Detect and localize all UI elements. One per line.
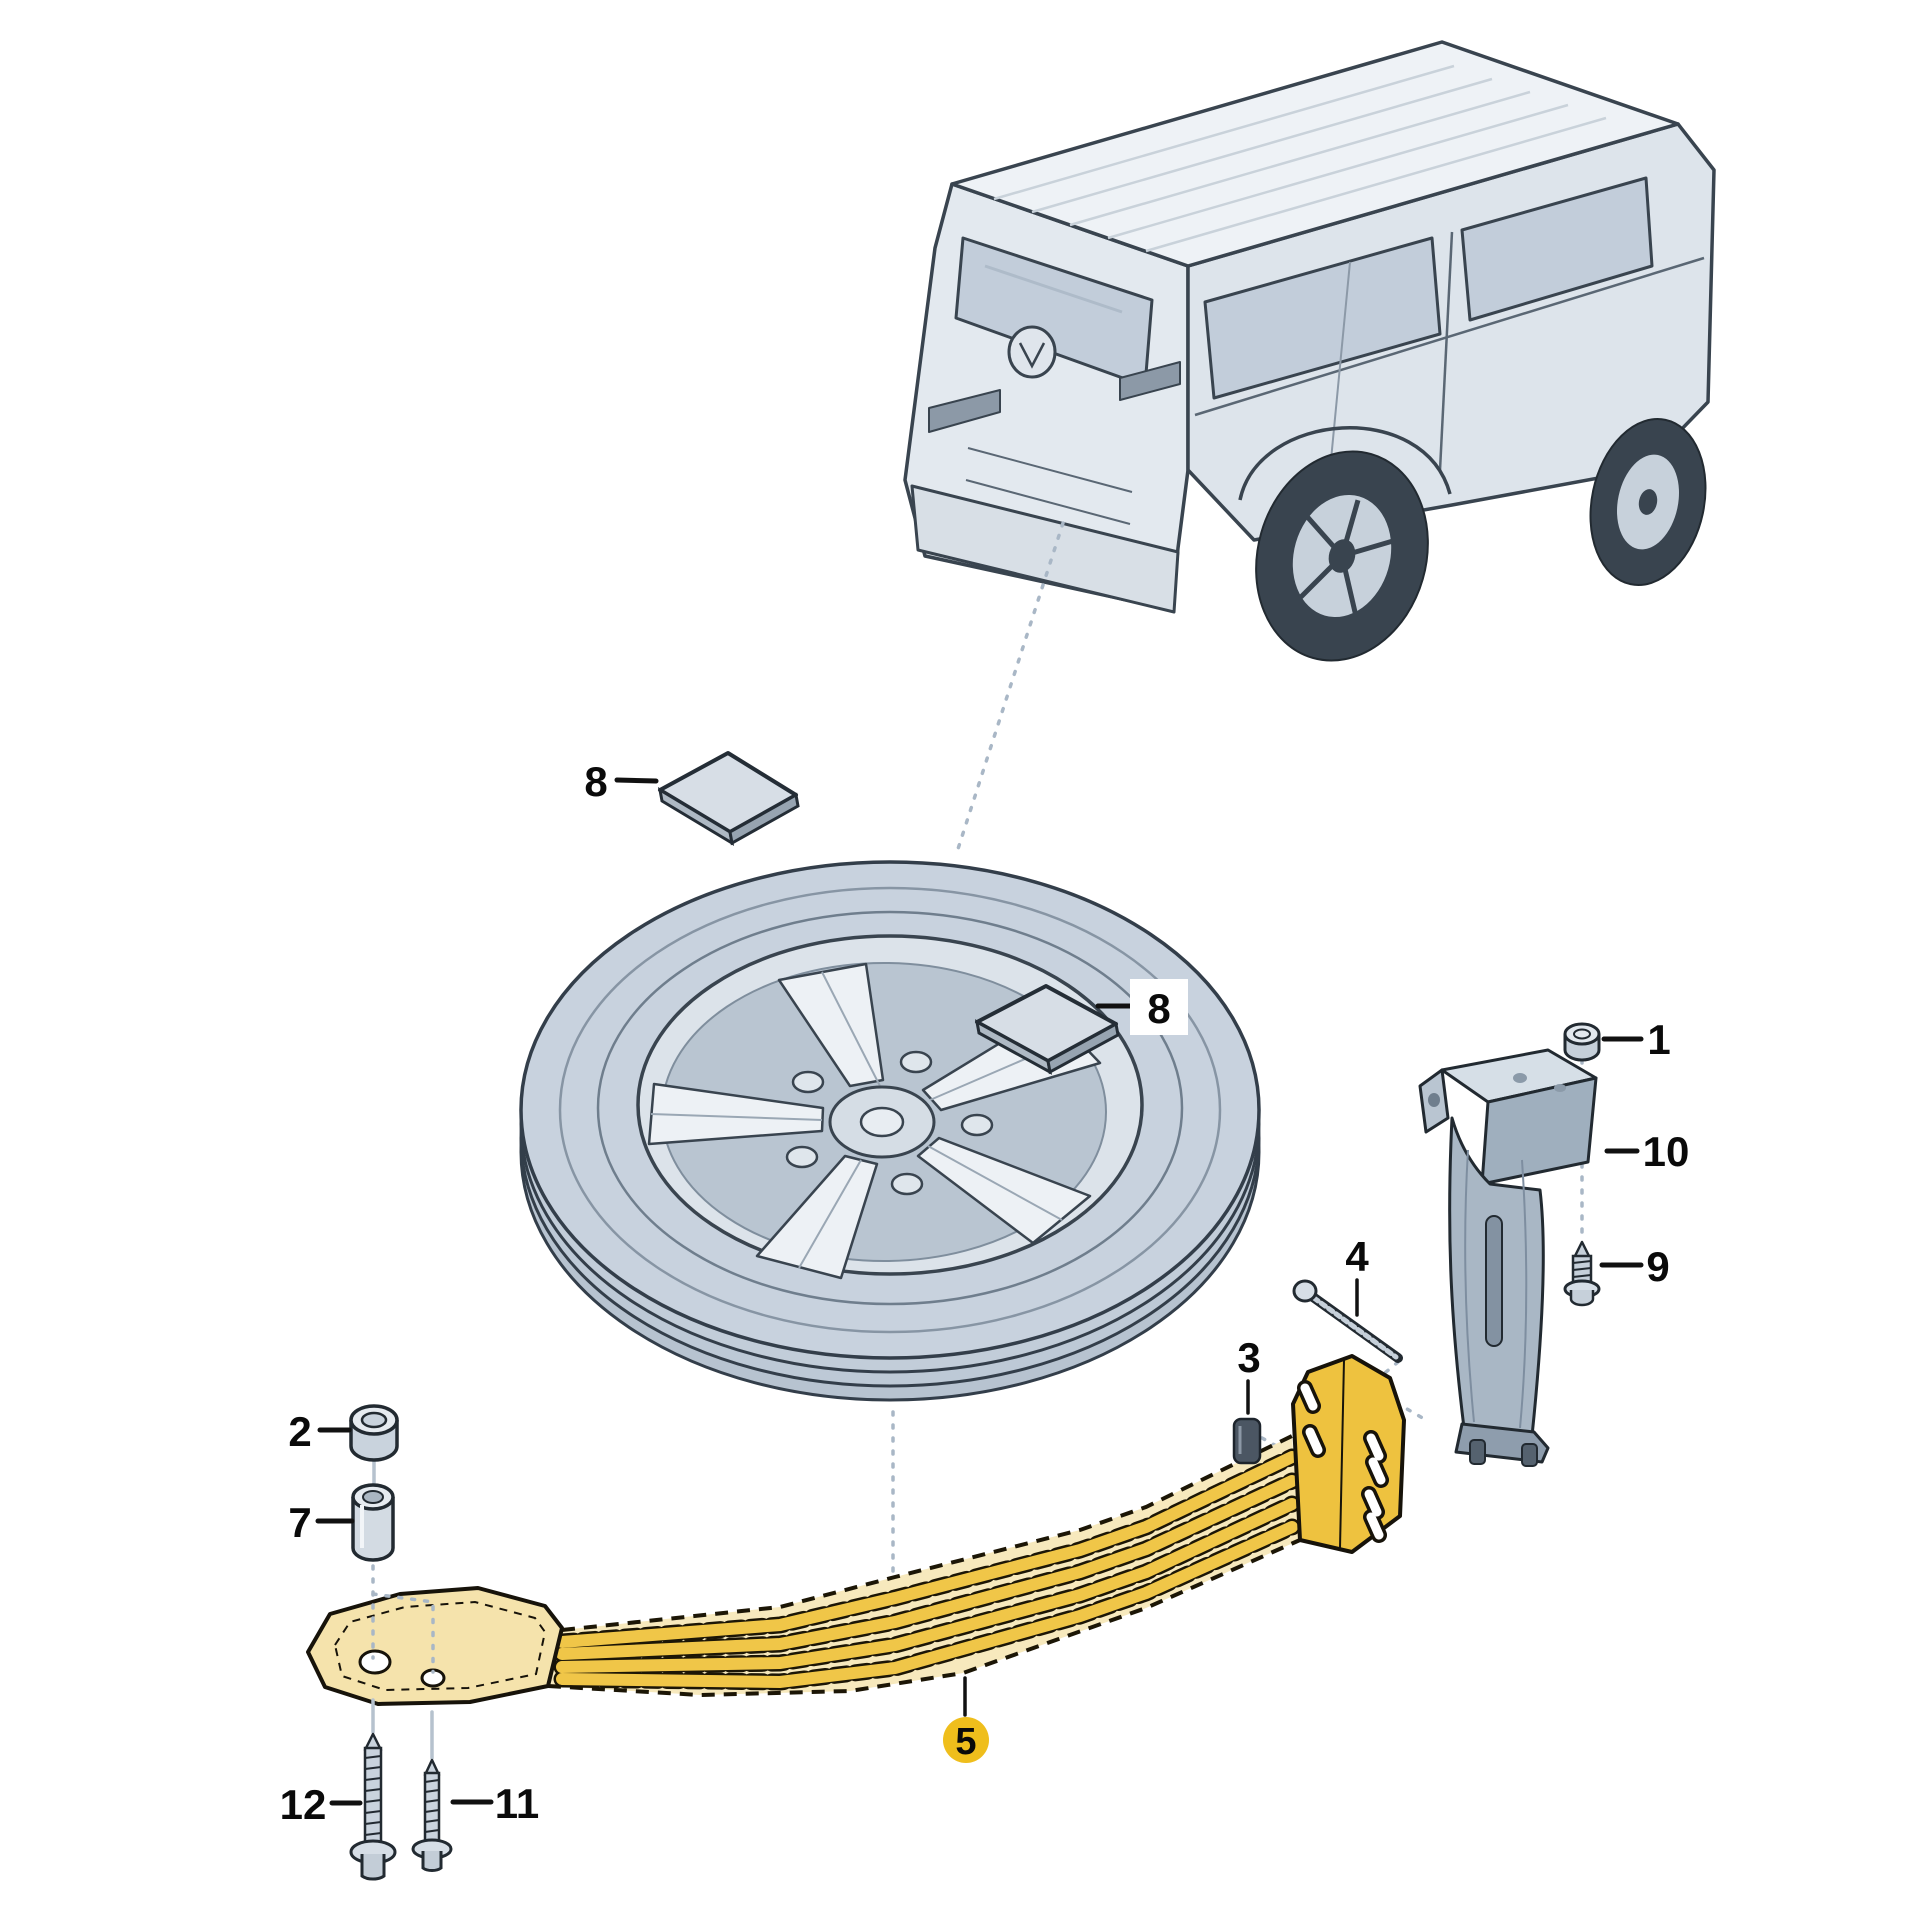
van-rear-bumper bbox=[910, 484, 1180, 614]
van-front-wheel bbox=[1589, 418, 1707, 586]
bracket-head-hole-1 bbox=[1513, 1073, 1527, 1083]
callout-12[interactable]: 12 bbox=[280, 1781, 363, 1828]
van-rear-wheel-arch bbox=[1238, 426, 1452, 501]
callout-2[interactable]: 2 bbox=[288, 1408, 352, 1455]
rim-lug-holes bbox=[785, 1050, 994, 1196]
bracket-foot-tab-2 bbox=[1521, 1443, 1538, 1467]
tire-pad-on-wheel bbox=[974, 984, 1120, 1075]
callout-1-label[interactable]: 1 bbox=[1647, 1016, 1670, 1063]
screw-long bbox=[349, 1732, 397, 1881]
flange-nut bbox=[1563, 1022, 1601, 1062]
retaining-bracket bbox=[1418, 1048, 1598, 1467]
callout-2-label[interactable]: 2 bbox=[288, 1408, 311, 1455]
bracket-leg-rib-2 bbox=[1519, 1159, 1528, 1429]
callout-8b[interactable]: 8 bbox=[1095, 979, 1188, 1035]
callout-1[interactable]: 1 bbox=[1601, 1016, 1671, 1063]
part-5-badge[interactable]: 5 bbox=[943, 1676, 989, 1763]
callout-8a-leader bbox=[614, 777, 659, 784]
callout-7-label[interactable]: 7 bbox=[288, 1499, 311, 1546]
callout-8b-box bbox=[1130, 979, 1188, 1035]
callout-12-label[interactable]: 12 bbox=[280, 1781, 327, 1828]
carrier-right-plate-fold bbox=[1339, 1359, 1345, 1549]
van-brand-emblem bbox=[1007, 325, 1057, 379]
van-rear-window-reflection bbox=[984, 264, 1123, 314]
callout-4[interactable]: 4 bbox=[1345, 1233, 1369, 1317]
callout-10[interactable]: 10 bbox=[1604, 1128, 1690, 1175]
callout-9-label[interactable]: 9 bbox=[1646, 1243, 1669, 1290]
callout-11[interactable]: 11 bbox=[450, 1780, 539, 1827]
carrier-right-plate-slots bbox=[1297, 1380, 1389, 1543]
van-rear-wheel bbox=[1255, 450, 1429, 662]
van-side-window-front bbox=[1460, 176, 1654, 322]
bracket-leg-rib-1 bbox=[1464, 1149, 1475, 1423]
bracket-flange-hole bbox=[1428, 1093, 1440, 1107]
rim-hub-cap bbox=[859, 1106, 905, 1138]
carrier-left-plate-hole-1 bbox=[358, 1649, 392, 1675]
callout-8a-label[interactable]: 8 bbox=[584, 758, 607, 805]
tire-pad-loose bbox=[657, 751, 800, 846]
callout-9[interactable]: 9 bbox=[1599, 1243, 1670, 1290]
spacer-sleeve bbox=[351, 1483, 395, 1562]
tire-bead-ring bbox=[596, 910, 1184, 1306]
spare-wheel-carrier bbox=[306, 1354, 1406, 1706]
callout-11-label[interactable]: 11 bbox=[495, 1780, 539, 1827]
carrier-beam-top-edge bbox=[561, 1434, 1293, 1632]
carrier-beam-ribs bbox=[553, 1448, 1301, 1691]
callout-8a[interactable]: 8 bbox=[584, 758, 659, 805]
carrier-beam-bottom-edge bbox=[547, 1538, 1301, 1698]
callout-3-label[interactable]: 3 bbox=[1237, 1334, 1260, 1381]
callout-3[interactable]: 3 bbox=[1237, 1334, 1261, 1415]
bracket-leg-slot bbox=[1485, 1215, 1503, 1347]
van-illustration bbox=[903, 40, 1716, 662]
spare-wheel bbox=[519, 860, 1261, 1402]
van-tailgate-line-2 bbox=[965, 479, 1131, 525]
van-roof-ribs bbox=[993, 64, 1607, 253]
badge-5-circle[interactable] bbox=[943, 1717, 989, 1763]
mounting-bolt bbox=[1563, 1240, 1601, 1307]
retaining-pin bbox=[1292, 1279, 1403, 1363]
carrier-left-plate-detail bbox=[333, 1600, 547, 1692]
callout-10-label[interactable]: 10 bbox=[1643, 1128, 1690, 1175]
van-door-line bbox=[1438, 231, 1454, 471]
bracket-head-hole-2 bbox=[1554, 1084, 1566, 1092]
screw-short bbox=[411, 1758, 453, 1873]
callout-8b-label[interactable]: 8 bbox=[1147, 985, 1170, 1032]
van-taillight-right bbox=[1119, 361, 1181, 401]
van-taillight-left bbox=[928, 389, 1001, 433]
van-tailgate-line bbox=[967, 447, 1133, 493]
callout-7[interactable]: 7 bbox=[288, 1499, 355, 1546]
tire-shoulder-ring bbox=[558, 886, 1222, 1334]
van-beltline bbox=[1194, 256, 1705, 417]
guide-van-to-wheel bbox=[955, 521, 1065, 854]
carrier-nut bbox=[349, 1404, 399, 1462]
guide-spacer-branch bbox=[371, 1592, 435, 1674]
spreader-clip bbox=[1232, 1417, 1262, 1465]
callout-4-label[interactable]: 4 bbox=[1345, 1233, 1369, 1280]
badge-5-label[interactable]: 5 bbox=[955, 1721, 976, 1763]
bracket-foot-tab-1 bbox=[1469, 1439, 1486, 1465]
left-fastener-group: 2 7 12 11 bbox=[280, 1404, 539, 1881]
van-side-window-rear bbox=[1203, 236, 1442, 400]
